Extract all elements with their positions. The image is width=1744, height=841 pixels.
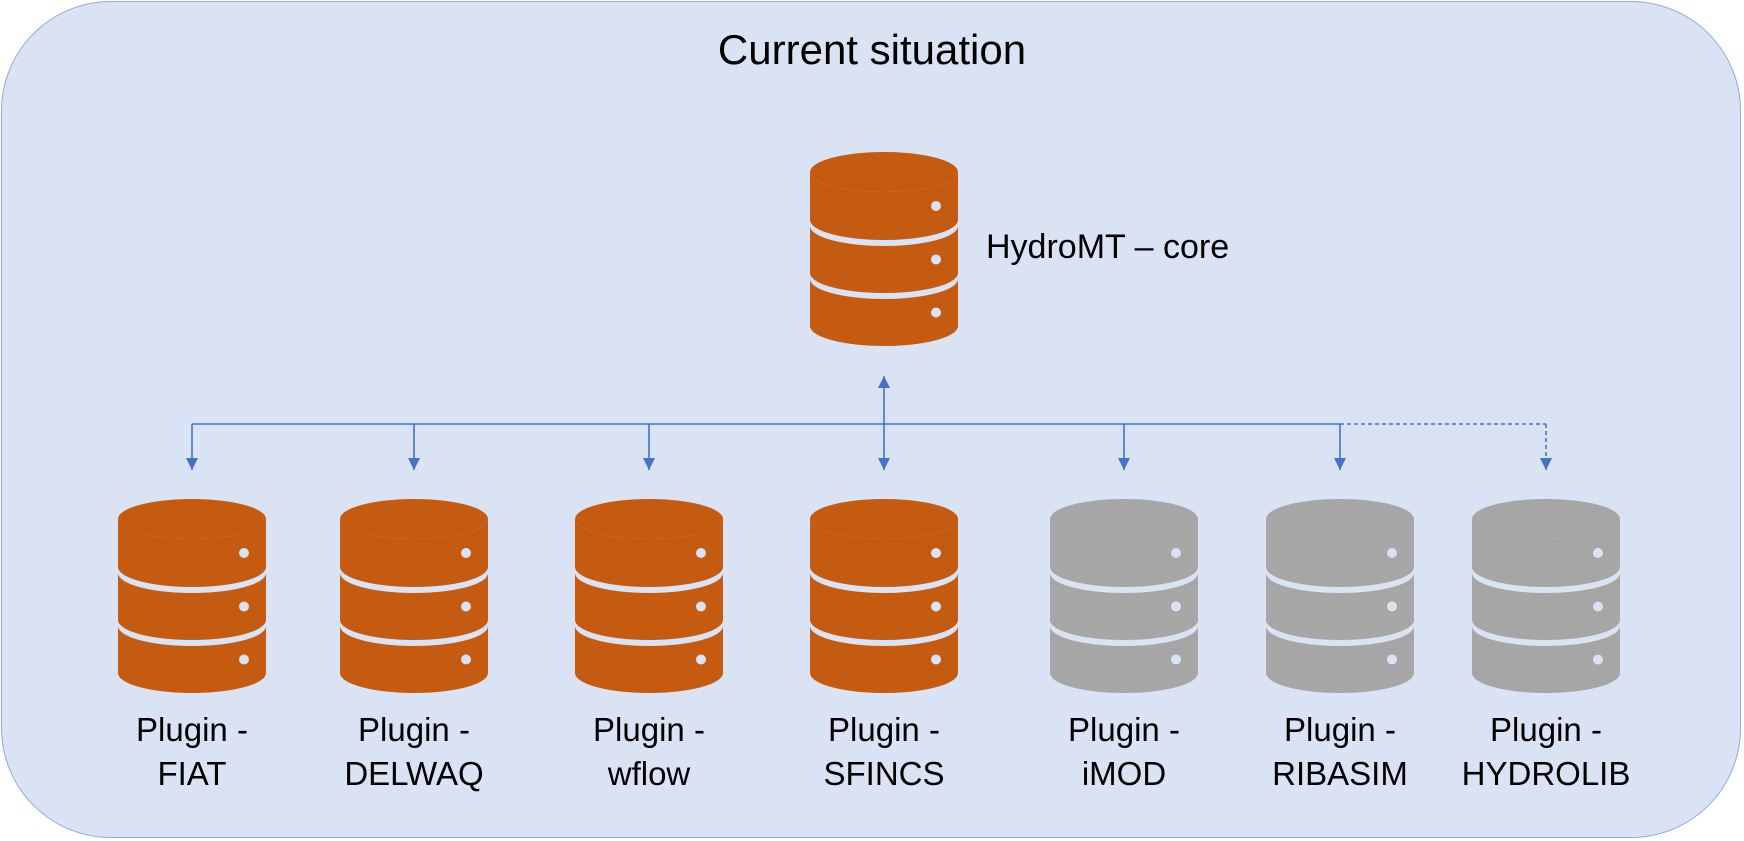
database-icon bbox=[575, 499, 723, 693]
plugin-label: Plugin - HYDROLIB bbox=[1436, 708, 1656, 796]
core-label: HydroMT – core bbox=[986, 228, 1230, 266]
plugin-label: Plugin - SFINCS bbox=[774, 708, 994, 796]
connector-lines bbox=[186, 376, 1552, 470]
plugin-label-line1: Plugin - bbox=[593, 711, 705, 748]
database-icon bbox=[340, 499, 488, 693]
database-icon bbox=[810, 152, 958, 346]
plugin-label-line1: Plugin - bbox=[358, 711, 470, 748]
plugin-label-name: wflow bbox=[607, 755, 691, 792]
plugin-label-line1: Plugin - bbox=[1284, 711, 1396, 748]
database-icon bbox=[810, 499, 958, 693]
database-icon bbox=[1472, 499, 1620, 693]
plugin-label-name: HYDROLIB bbox=[1461, 755, 1631, 792]
plugin-label-line1: Plugin - bbox=[828, 711, 940, 748]
plugin-label: Plugin - FIAT bbox=[82, 708, 302, 796]
database-icon bbox=[118, 499, 266, 693]
diagram-title: Current situation bbox=[717, 26, 1027, 73]
plugin-label-name: FIAT bbox=[157, 755, 227, 792]
plugin-label-line1: Plugin - bbox=[136, 711, 248, 748]
plugin-label: Plugin - DELWAQ bbox=[304, 708, 524, 796]
database-icon bbox=[1050, 499, 1198, 693]
plugin-label-name: iMOD bbox=[1081, 755, 1167, 792]
database-icon bbox=[1266, 499, 1414, 693]
plugin-label: Plugin - RIBASIM bbox=[1230, 708, 1450, 796]
plugin-label: Plugin - iMOD bbox=[1014, 708, 1234, 796]
core-database-icon bbox=[810, 152, 958, 346]
plugin-label-name: RIBASIM bbox=[1272, 755, 1408, 792]
plugin-label-line1: Plugin - bbox=[1490, 711, 1602, 748]
plugin-database-icons bbox=[118, 499, 1620, 693]
plugin-label-name: SFINCS bbox=[823, 755, 945, 792]
plugin-label-line1: Plugin - bbox=[1068, 711, 1180, 748]
plugin-label: Plugin - wflow bbox=[539, 708, 759, 796]
plugin-label-name: DELWAQ bbox=[344, 755, 484, 792]
